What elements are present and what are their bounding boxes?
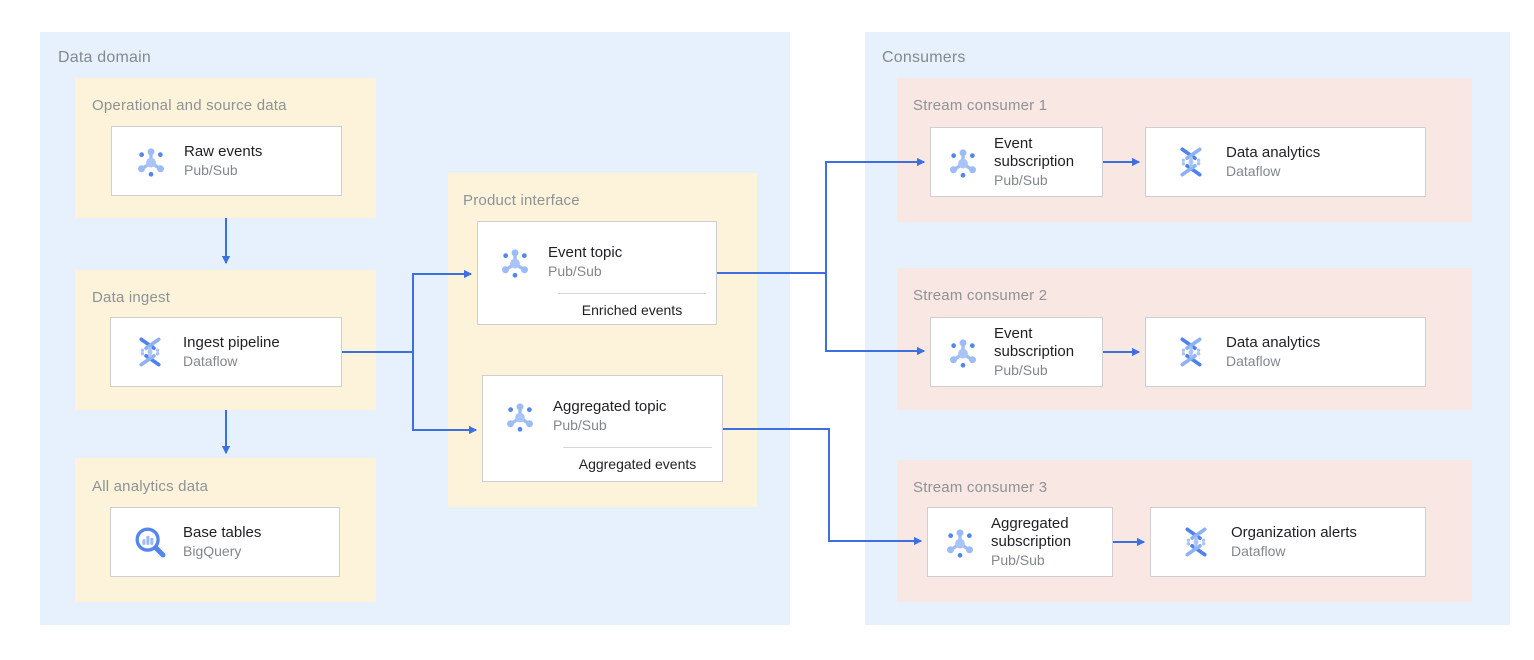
card-product: Dataflow — [1226, 352, 1281, 369]
group-stream-consumer-3-label: Stream consumer 3 — [913, 479, 1048, 496]
group-stream-consumer-1-label: Stream consumer 1 — [913, 97, 1048, 114]
card-title: Ingest pipeline — [183, 333, 280, 351]
pubsub-icon — [944, 143, 982, 181]
card-ingest-pipeline: Ingest pipeline Dataflow — [110, 317, 342, 387]
group-operational-label: Operational and source data — [92, 97, 287, 114]
card-aggregated-topic: Aggregated topic Pub/Sub Aggregated even… — [482, 375, 723, 482]
card-title: Data analytics — [1226, 143, 1321, 161]
card-title: Event topic — [548, 243, 623, 261]
card-product: Dataflow — [1231, 542, 1286, 559]
card-data-analytics-1: Data analytics Dataflow — [1145, 127, 1426, 197]
card-product: BigQuery — [183, 542, 242, 559]
group-product-interface-label: Product interface — [463, 192, 580, 209]
card-product: Dataflow — [1226, 162, 1281, 179]
card-product: Pub/Sub — [994, 362, 1048, 378]
pubsub-icon — [501, 397, 539, 435]
pubsub-icon — [496, 243, 534, 281]
card-aggregated-subscription: Aggregated subscription Pub/Sub — [927, 507, 1113, 577]
card-event-subscription-2: Event subscription Pub/Sub — [930, 317, 1103, 387]
pubsub-icon — [944, 333, 982, 371]
divider — [558, 293, 706, 294]
data-domain-label: Data domain — [58, 49, 151, 66]
card-event-subscription-1: Event subscription Pub/Sub — [930, 127, 1103, 197]
card-product: Dataflow — [183, 352, 238, 369]
card-note: Aggregated events — [578, 456, 697, 472]
card-base-tables: Base tables BigQuery — [110, 507, 340, 577]
card-event-topic: Event topic Pub/Sub Enriched events — [477, 221, 717, 325]
card-organization-alerts: Organization alerts Dataflow — [1150, 507, 1426, 577]
dataflow-icon — [1172, 333, 1210, 371]
card-title: Organization alerts — [1231, 523, 1357, 541]
dataflow-icon — [131, 333, 169, 371]
divider — [563, 447, 712, 448]
card-title: Aggregated topic — [553, 397, 667, 415]
group-all-analytics-label: All analytics data — [92, 478, 209, 495]
pubsub-icon — [132, 142, 170, 180]
card-product: Pub/Sub — [184, 161, 238, 178]
pubsub-icon — [941, 523, 979, 561]
card-product: Pub/Sub — [548, 262, 602, 279]
card-product: Pub/Sub — [994, 172, 1048, 188]
card-product: Pub/Sub — [553, 416, 607, 433]
card-title: Base tables — [183, 523, 262, 541]
card-raw-events: Raw events Pub/Sub — [111, 126, 342, 196]
card-product: Pub/Sub — [991, 552, 1045, 568]
dataflow-icon — [1172, 143, 1210, 181]
card-title: Aggregated subscription — [991, 514, 1072, 551]
card-title: Event subscription — [994, 134, 1075, 171]
group-data-ingest-label: Data ingest — [92, 289, 171, 306]
card-title: Event subscription — [994, 324, 1075, 361]
card-note: Enriched events — [581, 302, 683, 318]
consumers-label: Consumers — [882, 49, 966, 66]
dataflow-icon — [1177, 523, 1215, 561]
card-title: Data analytics — [1226, 333, 1321, 351]
bigquery-icon — [131, 523, 169, 561]
card-title: Raw events — [184, 142, 263, 160]
group-stream-consumer-2-label: Stream consumer 2 — [913, 287, 1048, 304]
card-data-analytics-2: Data analytics Dataflow — [1145, 317, 1426, 387]
